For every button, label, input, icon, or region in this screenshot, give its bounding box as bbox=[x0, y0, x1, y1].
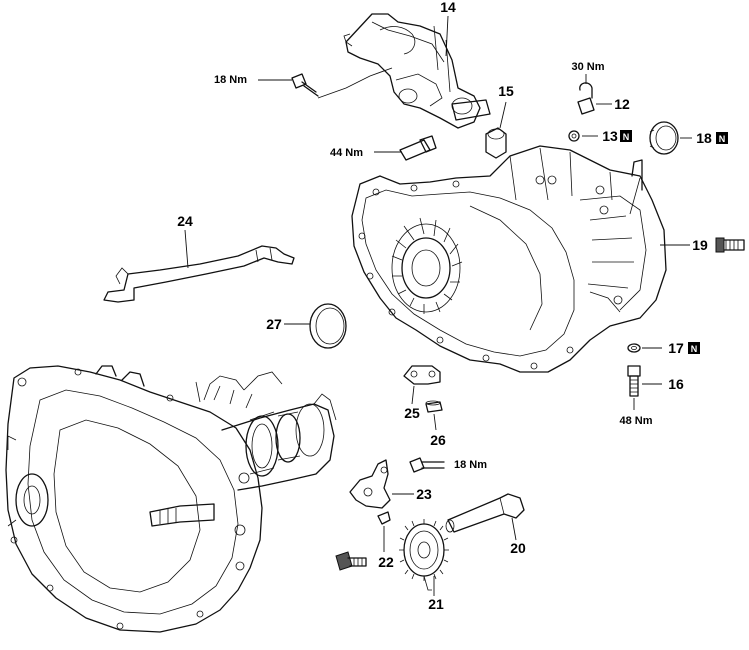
part-label-26: 26 bbox=[430, 432, 446, 448]
new-part-badge-13: N bbox=[620, 130, 632, 142]
part-label-23: 23 bbox=[416, 486, 432, 502]
part-label-24: 24 bbox=[177, 213, 193, 229]
part-label-14: 14 bbox=[440, 0, 456, 15]
part-label-20: 20 bbox=[510, 540, 526, 556]
bush-part-15 bbox=[485, 127, 507, 159]
o-ring-part-27 bbox=[309, 303, 347, 349]
switch-part-12 bbox=[577, 82, 595, 115]
svg-text:N: N bbox=[623, 132, 630, 142]
torque-label-44: 44 Nm bbox=[330, 147, 363, 159]
new-part-badge-17: N bbox=[688, 342, 700, 354]
part-label-19: 19 bbox=[692, 237, 708, 253]
shaft-part-20 bbox=[445, 493, 525, 533]
part-label-16: 16 bbox=[668, 376, 684, 392]
lever-part-23 bbox=[349, 459, 391, 509]
gear-part-21 bbox=[399, 519, 449, 591]
clutch-housing-gearset-part bbox=[5, 365, 337, 633]
svg-text:N: N bbox=[719, 134, 726, 144]
bracket-part-25 bbox=[403, 365, 441, 385]
oil-seal-part-18 bbox=[649, 121, 679, 155]
bolt-44nm-part bbox=[399, 135, 437, 161]
bolt-23-part bbox=[409, 457, 445, 473]
part-label-17: 17 bbox=[668, 340, 684, 356]
pin-part-22 bbox=[335, 511, 391, 571]
gasket-part-13 bbox=[568, 130, 580, 142]
washer-part-17 bbox=[627, 343, 641, 353]
guide-part-24 bbox=[103, 245, 295, 303]
leader-24 bbox=[184, 229, 189, 269]
leader-26 bbox=[433, 413, 437, 431]
svg-text:N: N bbox=[691, 344, 698, 354]
part-label-22: 22 bbox=[378, 554, 394, 570]
transmission-case-part bbox=[351, 145, 667, 373]
torque-label-12: 30 Nm bbox=[571, 61, 604, 73]
part-label-25: 25 bbox=[404, 405, 420, 421]
bolt-part-19 bbox=[715, 237, 745, 253]
new-part-badge-18: N bbox=[716, 132, 728, 144]
shift-control-assembly-part bbox=[343, 13, 491, 129]
leader-25 bbox=[411, 385, 415, 405]
part-label-15: 15 bbox=[498, 83, 514, 99]
part-label-12: 12 bbox=[614, 96, 630, 112]
part-label-18: 18 bbox=[696, 130, 712, 146]
torque-label-16: 48 Nm bbox=[619, 415, 652, 427]
leader-bolt-14 bbox=[317, 67, 393, 99]
leader-15 bbox=[499, 101, 507, 129]
leader-20 bbox=[511, 517, 517, 541]
plug-part-26 bbox=[425, 400, 443, 413]
leader-14 bbox=[445, 15, 449, 57]
bolt-14-part bbox=[291, 73, 319, 97]
torque-label-23: 18 Nm bbox=[454, 459, 487, 471]
part-label-13: 13 bbox=[602, 128, 618, 144]
torque-label-14: 18 Nm bbox=[214, 74, 247, 86]
part-label-27: 27 bbox=[266, 316, 282, 332]
bolt-part-16 bbox=[627, 365, 641, 397]
part-label-21: 21 bbox=[428, 596, 444, 612]
